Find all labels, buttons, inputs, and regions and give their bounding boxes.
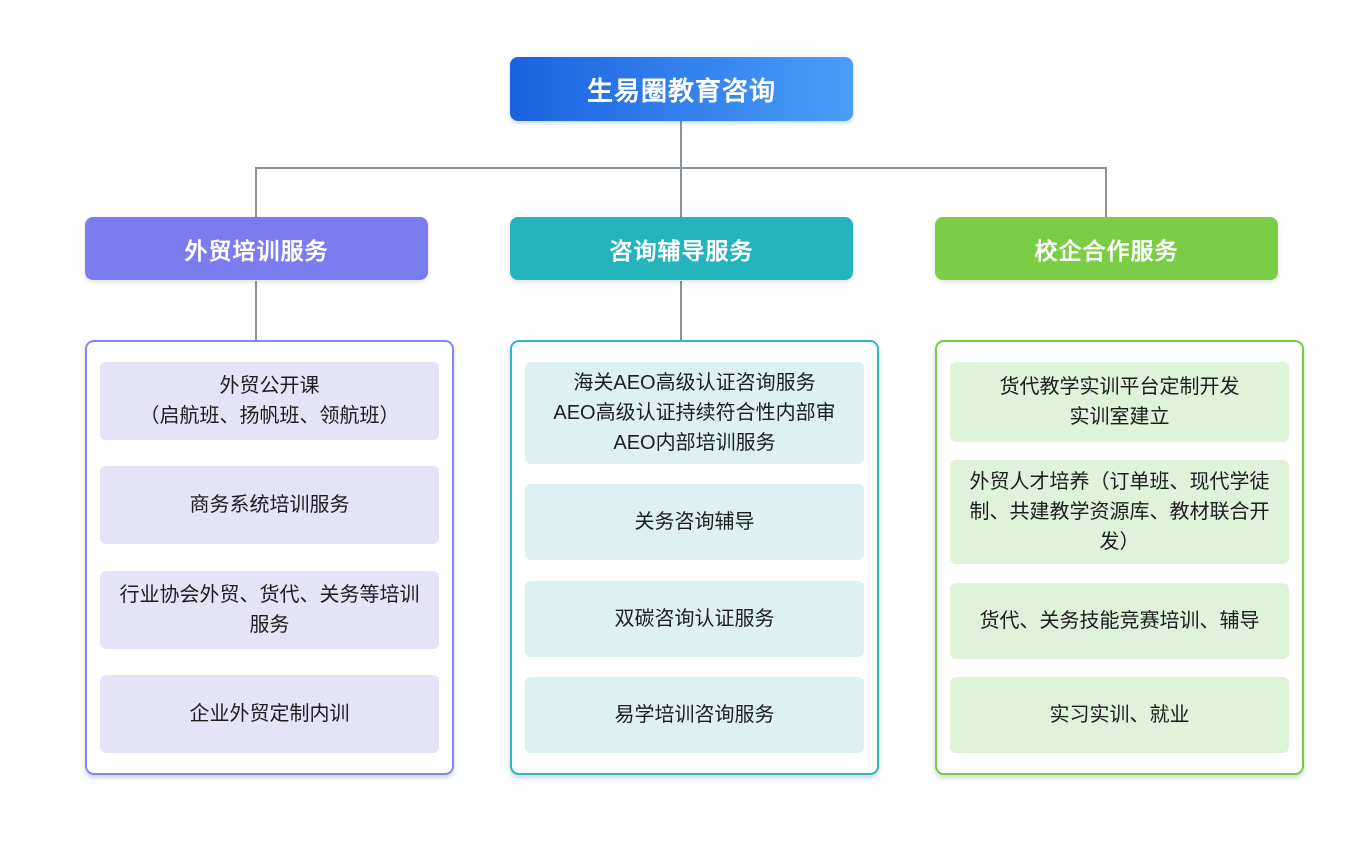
service-item: 关务咨询辅导 — [525, 484, 864, 561]
service-item: 货代教学实训平台定制开发 实训室建立 — [950, 362, 1289, 442]
branch-label: 外贸培训服务 — [184, 237, 329, 264]
service-item: 易学培训咨询服务 — [525, 676, 864, 753]
branch-container-trade-training: 外贸公开课 （启航班、扬帆班、领航班） 商务系统培训服务 行业协会外贸、货代、关… — [85, 340, 454, 775]
service-item: 外贸人才培养（订单班、现代学徒制、共建教学资源库、教材联合开发） — [950, 460, 1289, 565]
connector-drop-branch-2 — [680, 167, 682, 218]
connector-drop-branch-3 — [1105, 167, 1107, 218]
service-item: 海关AEO高级认证咨询服务 AEO高级认证持续符合性内部审 AEO内部培训服务 — [525, 362, 864, 464]
service-item: 商务系统培训服务 — [100, 466, 439, 545]
branch-container-consulting: 海关AEO高级认证咨询服务 AEO高级认证持续符合性内部审 AEO内部培训服务 … — [510, 340, 879, 775]
service-item: 行业协会外贸、货代、关务等培训服务 — [100, 570, 439, 649]
service-item: 外贸公开课 （启航班、扬帆班、领航班） — [100, 362, 439, 440]
org-root-node: 生易圈教育咨询 — [510, 57, 853, 121]
branch-label: 咨询辅导服务 — [609, 237, 754, 264]
branch-label: 校企合作服务 — [1034, 237, 1179, 264]
service-item: 货代、关务技能竞赛培训、辅导 — [950, 582, 1289, 659]
connector-drop-branch-1 — [255, 167, 257, 218]
branch-container-school-enterprise: 货代教学实训平台定制开发 实训室建立 外贸人才培养（订单班、现代学徒制、共建教学… — [935, 340, 1304, 775]
org-root-label: 生易圈教育咨询 — [586, 75, 776, 106]
branch-header-school-enterprise: 校企合作服务 — [935, 217, 1278, 280]
service-item: 实习实训、就业 — [950, 676, 1289, 753]
service-item: 企业外贸定制内训 — [100, 674, 439, 753]
service-item: 双碳咨询认证服务 — [525, 580, 864, 657]
branch-header-consulting: 咨询辅导服务 — [510, 217, 853, 280]
connector-branch2-children — [680, 281, 682, 341]
connector-branch1-children — [255, 281, 257, 341]
branch-header-trade-training: 外贸培训服务 — [85, 217, 428, 280]
connector-root-stem — [680, 121, 682, 168]
